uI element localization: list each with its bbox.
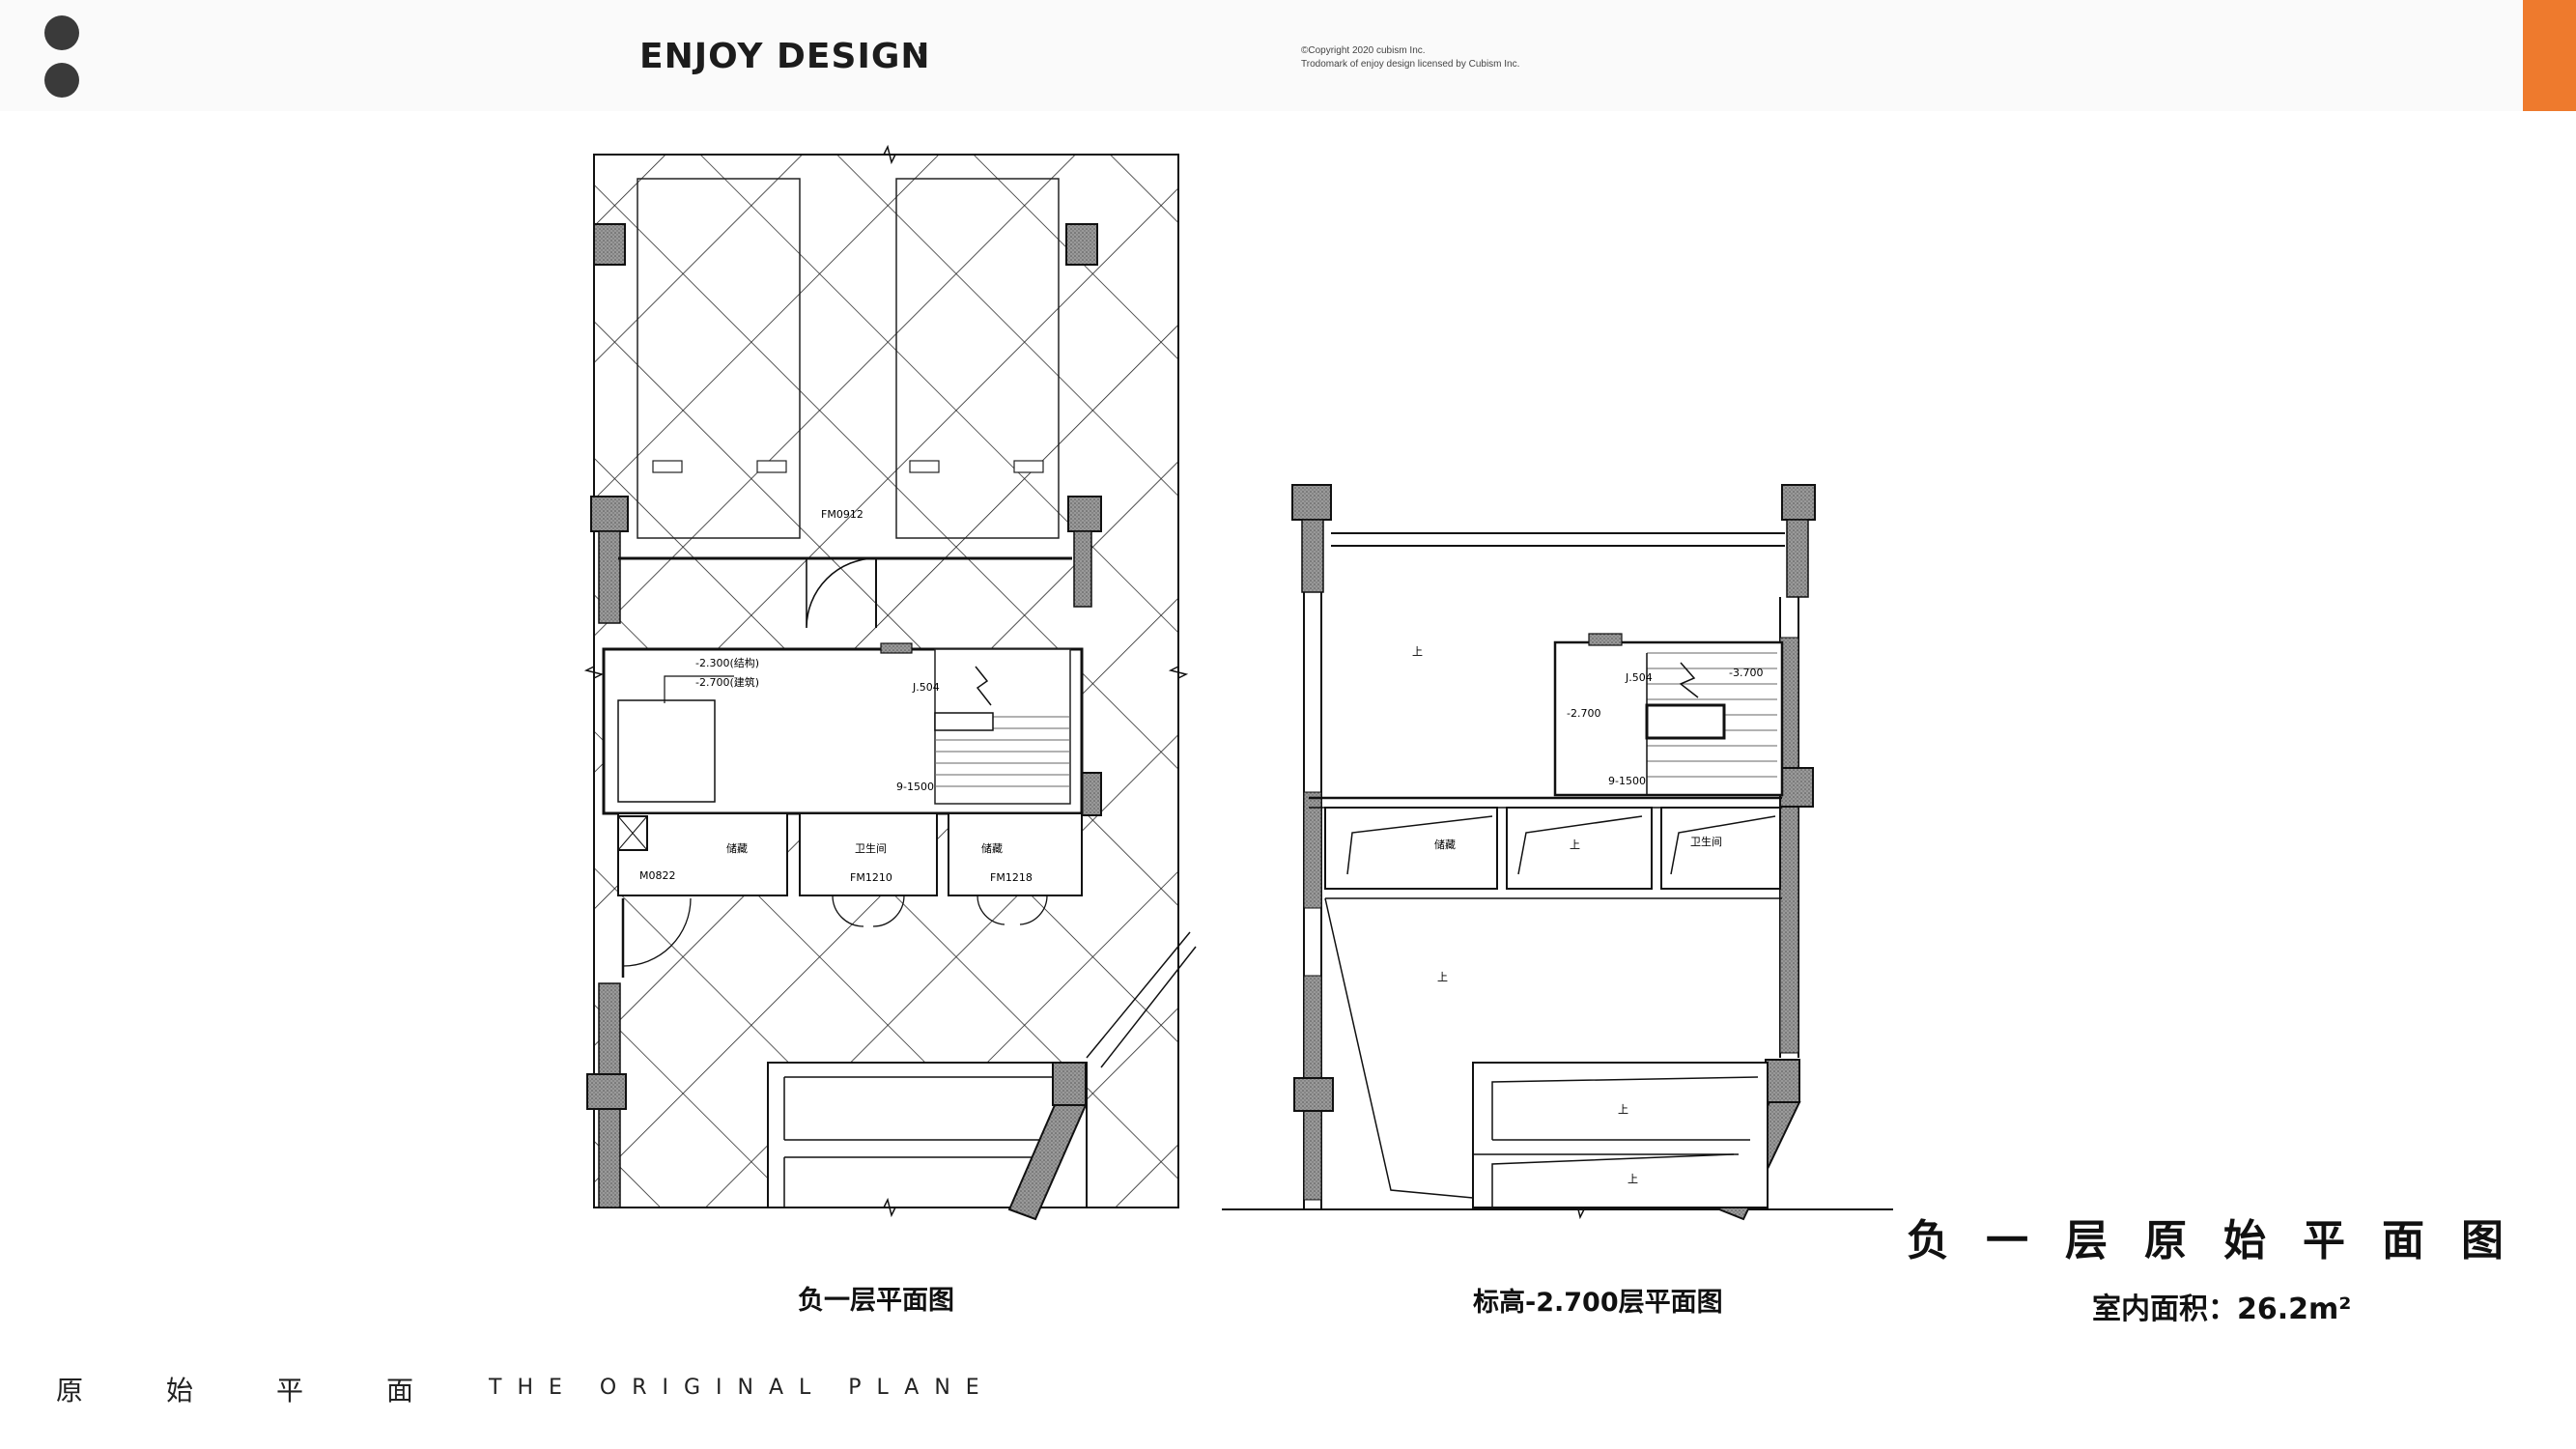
plan-label: 储藏	[981, 841, 1003, 855]
plan-label: 上	[1412, 645, 1423, 658]
brand-logo: ENJOY DESIGN	[639, 37, 931, 76]
plan-label: FM1218	[990, 871, 1033, 884]
plan-label: 9-1500	[896, 781, 934, 793]
left-floor-plan: FM0912 -2.300(结构) -2.700(建筑) J.504 9-150…	[583, 144, 1197, 1221]
plan-label: FM0912	[821, 508, 863, 521]
plan-label: FM1210	[850, 871, 892, 884]
plan-label: J.504	[1625, 671, 1653, 684]
footer-en-text: THE ORIGINAL PLANE	[489, 1376, 995, 1400]
left-plan-caption: 负一层平面图	[798, 1286, 954, 1316]
plan-label: 上	[1628, 1173, 1638, 1185]
brand-mark: :	[915, 33, 930, 77]
copyright-text: ©Copyright 2020 cubism Inc. Trodomark of…	[1301, 44, 1519, 71]
menu-dot-icon	[44, 63, 79, 98]
plan-label: M0822	[639, 869, 676, 882]
plan-label: 储藏	[726, 841, 748, 855]
plan-label: 卫生间	[855, 841, 887, 855]
plan-label: 储藏	[1434, 838, 1456, 851]
right-plan-caption: 标高-2.700层平面图	[1473, 1288, 1723, 1318]
page-title: 负一层原始平面图	[1907, 1216, 2540, 1265]
plan-label: J.504	[912, 681, 940, 694]
right-floor-plan: 上 J.504 -2.700 -3.700 9-1500 储藏 上 卫生间 上 …	[1222, 484, 1893, 1221]
plan-label: 9-1500	[1608, 775, 1646, 787]
plan-label: 上	[1570, 838, 1580, 851]
copyright-line: ©Copyright 2020 cubism Inc.	[1301, 45, 1426, 56]
menu-dot-icon	[44, 15, 79, 50]
plan-label: 卫生间	[1690, 835, 1722, 848]
plan-label: -2.300(结构)	[695, 656, 759, 669]
footer-cn-text: 原始平面	[56, 1375, 497, 1406]
plan-label: -2.700(建筑)	[695, 675, 759, 689]
copyright-line: Trodomark of enjoy design licensed by Cu…	[1301, 59, 1520, 70]
plan-label: -2.700	[1567, 707, 1600, 720]
area-label: 室内面积：26.2m²	[2092, 1293, 2352, 1326]
plan-label: 上	[1437, 971, 1448, 983]
accent-block	[2523, 0, 2576, 111]
plan-label: -3.700	[1729, 667, 1763, 679]
plan-label: 上	[1618, 1103, 1628, 1116]
header-bar	[0, 0, 2576, 111]
